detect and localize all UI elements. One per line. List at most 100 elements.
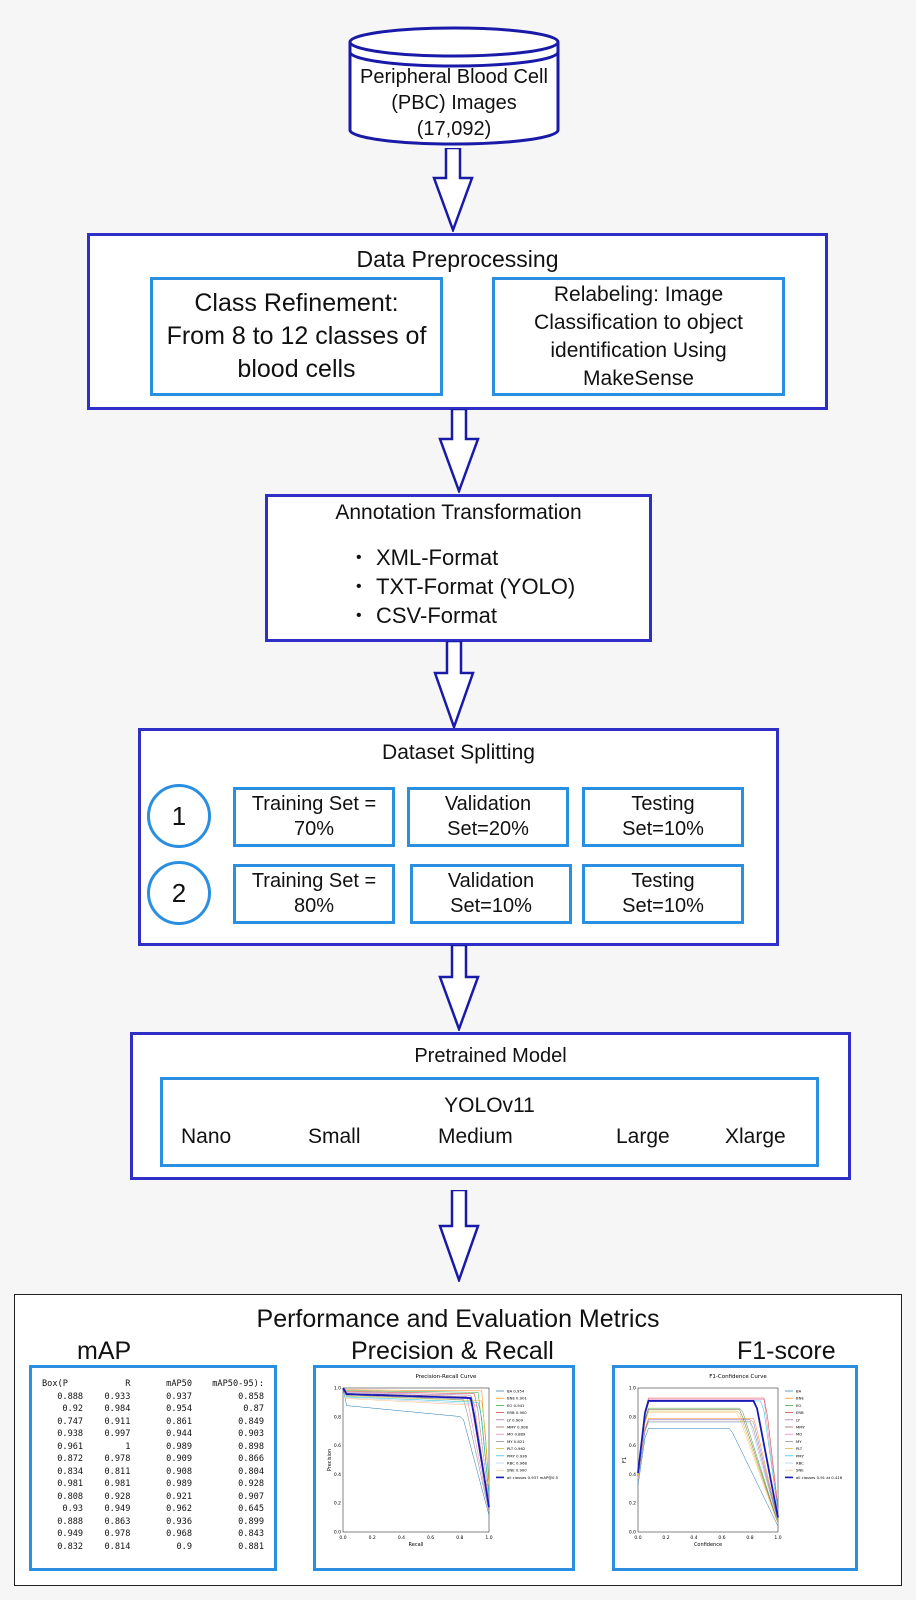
class-curve: [342, 1387, 490, 1516]
y-tick-label: 0.4: [334, 1472, 341, 1478]
split-2-testing-line-2: Set=10%: [622, 895, 704, 917]
class-curve: [637, 1420, 779, 1522]
class-curve: [637, 1417, 779, 1521]
class-refinement-line-1: Class Refinement:: [194, 289, 399, 317]
header-map50-95: mAP50-95):: [212, 1379, 264, 1390]
legend-entry: MMY: [796, 1425, 806, 1430]
annotation-title: Annotation Transformation: [335, 501, 582, 524]
map-table-cell: 0.881: [238, 1541, 264, 1552]
model-size-large: Large: [616, 1125, 670, 1148]
model-size-nano: Nano: [181, 1125, 232, 1148]
class-curve: [637, 1397, 779, 1508]
pretrained-model-box: Pretrained Model YOLOv11 Nano Small Medi…: [130, 1032, 851, 1180]
split-1-testing-line-1: Testing: [631, 793, 695, 815]
legend-entry: RBC: [796, 1461, 804, 1466]
legend-entry: BA 0.954: [507, 1389, 525, 1394]
pbc-images-label: Peripheral Blood Cell (PBC) Images (17,0…: [344, 64, 564, 142]
y-tick-label: 1.0: [334, 1386, 341, 1392]
evaluation-metrics-title: Performance and Evaluation Metrics: [256, 1305, 660, 1333]
map-table-cell: 0.938: [57, 1429, 84, 1440]
map-table-cell: 0.804: [238, 1466, 264, 1477]
x-tick-label: 0.2: [662, 1535, 669, 1541]
map-table-cell: 0.949: [104, 1504, 131, 1515]
map-table-cell: 0.908: [166, 1466, 193, 1477]
chart-title: F1-Confidence Curve: [709, 1374, 767, 1380]
class-curve: [342, 1387, 490, 1513]
dataset-splitting-box: Dataset Splitting 1 Training Set = 70% V…: [138, 728, 779, 946]
map-table-cell: 1: [125, 1441, 131, 1452]
legend-entry: EO: [796, 1403, 801, 1408]
y-tick-label: 0.8: [334, 1414, 341, 1420]
map-table-cell: 0.866: [238, 1454, 264, 1465]
chart-title: Precision-Recall Curve: [416, 1374, 478, 1380]
yolo-model-name: YOLOv11: [444, 1094, 535, 1117]
yolo-variants-box: YOLOv11 Nano Small Medium Large Xlarge: [160, 1077, 819, 1167]
map-table-cell: 0.843: [238, 1529, 264, 1540]
x-tick-label: 1.0: [485, 1535, 492, 1541]
header-box-p: Box(P: [42, 1379, 68, 1390]
class-curve: [637, 1422, 779, 1523]
y-tick-label: 0.6: [629, 1443, 636, 1449]
y-tick-label: 0.2: [629, 1501, 636, 1507]
legend-entry: ERB 0.900: [507, 1410, 527, 1415]
relabeling-line-1: Relabeling: Image: [553, 282, 724, 306]
map-table-cell: 0.936: [166, 1516, 193, 1527]
class-curve: [637, 1409, 779, 1524]
map-table-row: 0.888 0.863 0.936 0.899: [42, 1516, 264, 1529]
split-1-training-line-1: Training Set =: [251, 793, 377, 815]
relabeling-line-3: identification Using: [550, 338, 727, 362]
relabeling-line-4: MakeSense: [583, 366, 694, 390]
map-table-cell: 0.898: [238, 1441, 264, 1452]
class-curve: [637, 1399, 779, 1510]
legend-entry: MY 0.821: [507, 1439, 525, 1444]
legend-entry: LY 0.909: [507, 1417, 524, 1422]
pbc-line-1: Peripheral Blood Cell: [360, 66, 548, 88]
y-tick-label: 1.0: [629, 1386, 636, 1392]
format-item-csv: CSV-Format: [352, 601, 575, 630]
y-tick-label: 0.8: [629, 1414, 636, 1420]
legend-entry: PLT: [796, 1446, 803, 1451]
map-table-cell: 0.811: [104, 1466, 131, 1477]
x-tick-label: 0.4: [690, 1535, 697, 1541]
model-size-medium: Medium: [438, 1125, 513, 1148]
map-table-cell: 0.863: [104, 1516, 131, 1527]
legend-entry: SNE 0.900: [507, 1468, 527, 1473]
header-r: R: [125, 1379, 131, 1390]
map-table-cell: 0.858: [238, 1391, 264, 1402]
legend-entry: MO 0.889: [507, 1432, 526, 1437]
legend-entry: BNE: [796, 1396, 804, 1401]
map-table-cell: 0.907: [238, 1491, 264, 1502]
all-classes-curve: [637, 1400, 779, 1518]
x-tick-label: 1.0: [774, 1535, 781, 1541]
map-table-cell: 0.911: [104, 1416, 131, 1427]
split-2-validation-box: Validation Set=10%: [410, 864, 572, 924]
class-curve: [342, 1387, 490, 1509]
map-table-cell: 0.93: [62, 1504, 84, 1515]
class-curve: [342, 1387, 490, 1506]
flow-arrow-5: [438, 1190, 480, 1282]
map-table-cell: 0.87: [243, 1404, 264, 1415]
map-table-cell: 0.949: [57, 1529, 84, 1540]
map-table-cell: 0.961: [57, 1441, 84, 1452]
split-2-testing-line-1: Testing: [631, 870, 695, 892]
legend-entry: PMY: [796, 1453, 805, 1458]
map-table-cell: 0.888: [57, 1391, 84, 1402]
y-tick-label: 0.4: [629, 1472, 636, 1478]
model-size-small: Small: [308, 1125, 361, 1148]
map-table-cell: 0.899: [238, 1516, 264, 1527]
map-table-cell: 0.888: [57, 1516, 84, 1527]
map-table-cell: 0.832: [57, 1541, 84, 1552]
map-table-cell: 0.978: [104, 1454, 131, 1465]
flow-arrow-1: [432, 148, 474, 232]
